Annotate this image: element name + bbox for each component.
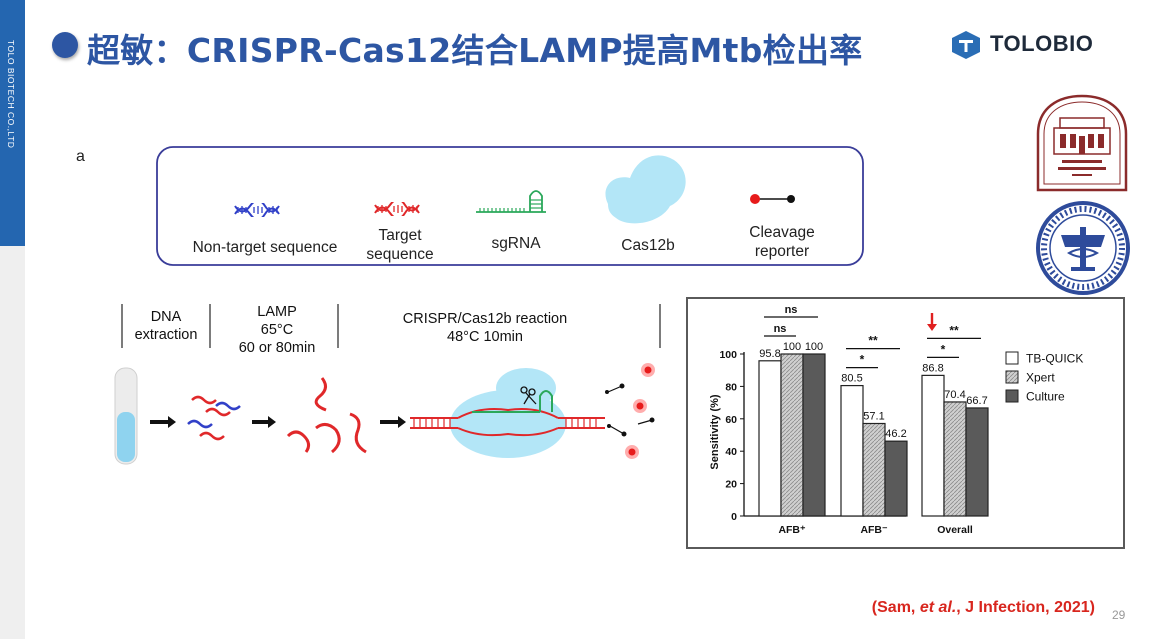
legend-reporter-label: Cleavage reporter	[749, 224, 815, 260]
significance-label: **	[868, 334, 878, 348]
title-bullet	[52, 32, 78, 58]
significance-label: ns	[774, 323, 787, 335]
bar-value-label: 95.8	[759, 348, 780, 360]
citation-suffix: , J Infection, 2021)	[956, 599, 1095, 616]
tolobio-logo-icon	[952, 31, 980, 59]
y-tick-label: 60	[725, 414, 737, 426]
reagent-legend-box	[156, 146, 864, 266]
legend-sgrna-label: sgRNA	[491, 235, 541, 252]
legend-swatch	[1005, 351, 1019, 365]
highlight-arrow-icon	[927, 313, 937, 331]
cleavage-reporter-icon	[750, 194, 795, 204]
y-tick-label: 80	[725, 381, 737, 393]
bar-xpert	[862, 422, 886, 517]
y-axis-label: Sensitivity (%)	[709, 394, 721, 470]
bar-value-label: 70.4	[944, 389, 965, 401]
y-tick-label: 20	[725, 479, 737, 491]
step-lamp-label: LAMP 65°C 60 or 80min	[238, 304, 316, 356]
sgrna-icon	[476, 190, 546, 213]
bar-culture	[802, 353, 826, 517]
legend-label: Culture	[1026, 390, 1065, 404]
significance-label: *	[860, 353, 865, 367]
legend-swatch	[1005, 389, 1019, 403]
page-number: 29	[1112, 608, 1126, 622]
y-tick-label: 40	[725, 446, 737, 458]
brand-logo-text: TOLOBIO	[990, 31, 1094, 56]
legend-cas12b-label: Cas12b	[621, 237, 675, 254]
y-tick-label: 0	[731, 511, 737, 523]
bar-culture	[884, 440, 908, 517]
cas12b-icon	[605, 155, 686, 224]
y-tick-label: 100	[719, 349, 737, 361]
bar-value-label: 46.2	[885, 428, 906, 440]
bar-culture	[965, 407, 989, 517]
step-dna-extraction-label: DNA extraction	[134, 309, 198, 343]
legend-target-label: Target sequence	[366, 227, 434, 263]
bar-tb-quick	[840, 384, 864, 517]
page-title: 超敏：CRISPR-Cas12结合LAMP提高Mtb检出率	[87, 31, 863, 70]
legend-swatch	[1005, 370, 1019, 384]
x-tick-label: AFB⁺	[778, 524, 806, 536]
non-target-dna-icon	[234, 203, 280, 217]
significance-label: **	[949, 323, 959, 337]
citation-prefix: (Sam,	[871, 599, 920, 616]
x-tick-label: Overall	[937, 524, 973, 536]
bar-value-label: 66.7	[966, 395, 987, 407]
sidebar-accent	[0, 0, 25, 246]
bar-value-label: 100	[783, 341, 801, 353]
bar-value-label: 80.5	[841, 373, 862, 385]
hospital-seal-icon	[1036, 94, 1128, 192]
x-tick-label: AFB⁻	[860, 524, 888, 536]
step-crispr-label: CRISPR/Cas12b reaction 48°C 10min	[402, 311, 568, 345]
bar-value-label: 86.8	[922, 362, 943, 374]
citation: (Sam, et al., J Infection, 2021)	[872, 599, 1095, 617]
legend-label: Xpert	[1026, 371, 1055, 385]
bar-value-label: 100	[805, 341, 823, 353]
bar-xpert	[780, 353, 804, 517]
bar-tb-quick	[758, 360, 782, 517]
bar-value-label: 57.1	[863, 410, 884, 422]
legend-non-target-label: Non-target sequence	[192, 239, 338, 256]
significance-label: ns	[785, 304, 798, 316]
bar-xpert	[943, 401, 967, 517]
target-dna-icon	[374, 202, 420, 216]
sidebar-company-name: TOLO BIOTECH CO.,LTD	[6, 40, 16, 149]
sjtu-medical-seal-icon	[1036, 201, 1130, 295]
panel-label: a	[76, 148, 85, 165]
workflow-schematic	[114, 304, 661, 465]
citation-emphasis: et al.	[919, 599, 957, 616]
bar-tb-quick	[921, 374, 945, 517]
significance-label: *	[941, 342, 946, 356]
legend-label: TB-QUICK	[1026, 352, 1083, 366]
